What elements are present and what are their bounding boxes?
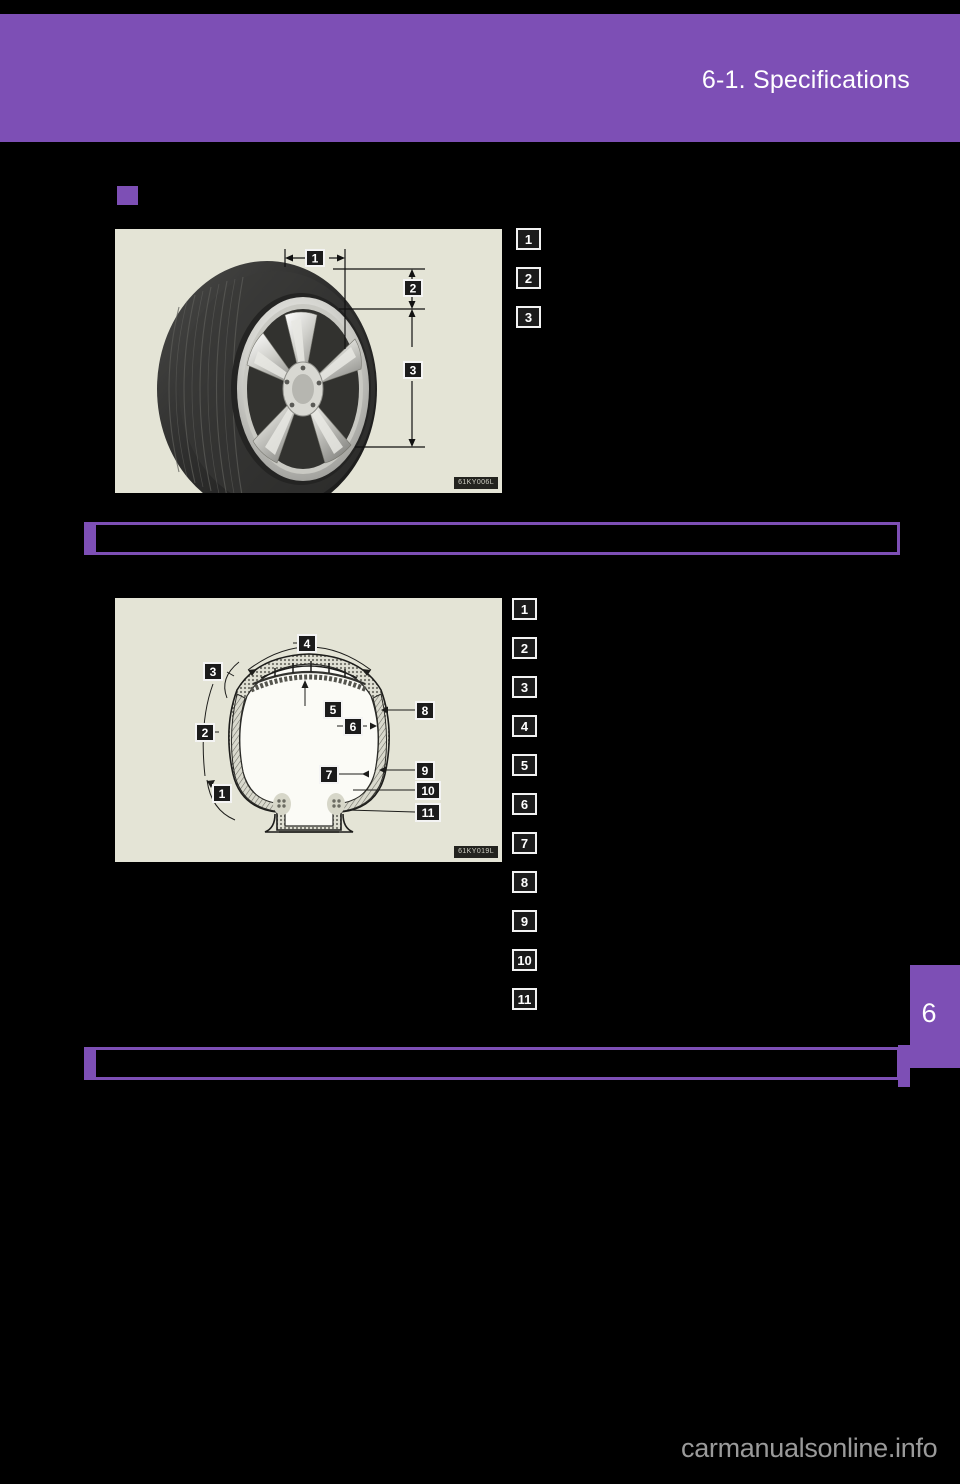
chapter-tab-notch: [898, 1045, 910, 1087]
callout-number-10: 10: [512, 949, 537, 971]
figure-id-label: 61KY019L: [454, 846, 498, 858]
svg-text:8: 8: [422, 704, 429, 718]
page-title: 6-1. Specifications: [701, 66, 910, 94]
callout-number-1: 1: [512, 598, 537, 620]
callout-list-cross-section: 1 2 3 4 5 6 7 8 9 10 11: [512, 598, 546, 1027]
callout-item: 1: [516, 228, 550, 267]
callout-number-3: 3: [516, 306, 541, 328]
svg-text:2: 2: [202, 726, 209, 740]
svg-text:1: 1: [219, 787, 226, 801]
page-header-bar: 6-1. Specifications: [0, 14, 960, 142]
svg-text:2: 2: [410, 282, 417, 296]
callout-number-3: 3: [512, 676, 537, 698]
chapter-tab-number: 6: [921, 998, 937, 1028]
tire-cross-section-illustration: 1 2 3 4 5 6 7 8 9 10 11: [195, 634, 441, 833]
svg-text:4: 4: [304, 637, 311, 651]
svg-text:1: 1: [312, 252, 319, 266]
callout-item: 10: [512, 949, 546, 988]
callout-number-8: 8: [512, 871, 537, 893]
callout-item: 2: [516, 267, 550, 306]
callout-number-5: 5: [512, 754, 537, 776]
figure-tire-wheel-dimensions: 1 2 3 61KY006L: [115, 229, 502, 493]
callout-item: 8: [512, 871, 546, 910]
callout-item: 1: [512, 598, 546, 637]
callout-number-2: 2: [516, 267, 541, 289]
chapter-tab: 6: [910, 965, 960, 1068]
svg-text:3: 3: [210, 665, 217, 679]
figure-tire-cross-section: 1 2 3 4 5 6 7 8 9 10 11 61KY019L: [115, 598, 502, 862]
section-heading-tab-icon: [84, 522, 96, 555]
callout-item: 5: [512, 754, 546, 793]
callout-number-4: 4: [512, 715, 537, 737]
section-heading-tab-icon: [84, 1047, 96, 1080]
svg-text:9: 9: [422, 764, 429, 778]
tire-wheel-illustration: 1 2 3: [157, 249, 425, 493]
callout-number-9: 9: [512, 910, 537, 932]
callout-list-wheel-dimensions: 1 2 3: [516, 228, 550, 345]
section-heading-upper: [84, 522, 900, 555]
figure-id-label: 61KY006L: [454, 477, 498, 489]
callout-number-1: 1: [516, 228, 541, 250]
svg-text:3: 3: [410, 364, 417, 378]
svg-text:7: 7: [326, 768, 333, 782]
callout-item: 6: [512, 793, 546, 832]
svg-text:10: 10: [421, 784, 435, 798]
callout-number-7: 7: [512, 832, 537, 854]
callout-number-2: 2: [512, 637, 537, 659]
svg-text:11: 11: [422, 806, 435, 820]
callout-item: 9: [512, 910, 546, 949]
svg-text:6: 6: [350, 720, 357, 734]
site-watermark: carmanualsonline.info: [681, 1433, 938, 1463]
section-bullet-icon: [117, 186, 138, 205]
callout-item: 7: [512, 832, 546, 871]
callout-item: 4: [512, 715, 546, 754]
callout-item: 3: [516, 306, 550, 345]
callout-item: 11: [512, 988, 546, 1027]
callout-item: 2: [512, 637, 546, 676]
callout-item: 3: [512, 676, 546, 715]
svg-text:5: 5: [330, 703, 337, 717]
section-heading-lower: [84, 1047, 900, 1080]
callout-number-11: 11: [512, 988, 537, 1010]
callout-number-6: 6: [512, 793, 537, 815]
